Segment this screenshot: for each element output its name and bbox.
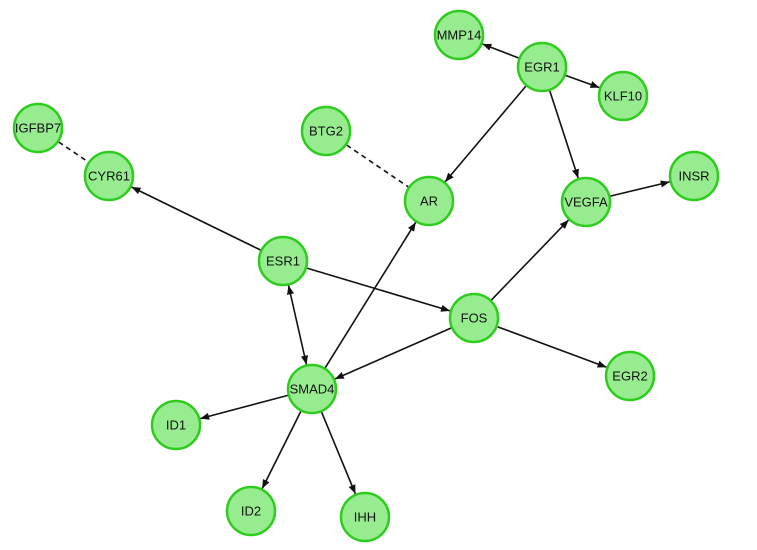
edge-btg2-ar bbox=[346, 144, 409, 188]
edge-fos-smad4 bbox=[334, 327, 452, 380]
node-circle bbox=[604, 350, 656, 402]
edges-layer bbox=[58, 43, 670, 495]
node-label: IHH bbox=[354, 510, 376, 525]
edge-esr1-fos bbox=[306, 267, 451, 312]
node-btg2[interactable]: BTG2 bbox=[300, 105, 352, 157]
node-vegfa[interactable]: VEGFA bbox=[560, 176, 612, 228]
node-label: FOS bbox=[461, 311, 488, 326]
node-klf10[interactable]: KLF10 bbox=[597, 70, 649, 122]
node-id1[interactable]: ID1 bbox=[150, 399, 202, 451]
node-circle bbox=[257, 235, 309, 287]
node-label: CYR61 bbox=[88, 169, 130, 184]
node-circle bbox=[448, 292, 500, 344]
node-igfbp7[interactable]: IGFBP7 bbox=[12, 102, 64, 154]
edge-smad4-id2 bbox=[261, 411, 302, 489]
node-circle bbox=[286, 363, 338, 415]
node-label: INSR bbox=[678, 169, 709, 184]
node-label: ID1 bbox=[166, 418, 186, 433]
node-label: ID2 bbox=[241, 504, 261, 519]
node-circle bbox=[300, 105, 352, 157]
node-egr2[interactable]: EGR2 bbox=[604, 350, 656, 402]
node-circle bbox=[83, 150, 135, 202]
node-label: IGFBP7 bbox=[15, 121, 61, 136]
node-label: ESR1 bbox=[266, 254, 300, 269]
node-circle bbox=[403, 175, 455, 227]
node-circle bbox=[225, 485, 277, 537]
node-label: EGR2 bbox=[612, 369, 647, 384]
node-ar[interactable]: AR bbox=[403, 175, 455, 227]
node-label: BTG2 bbox=[309, 124, 343, 139]
node-label: AR bbox=[420, 194, 438, 209]
node-label: SMAD4 bbox=[290, 382, 335, 397]
edge-smad4-id1 bbox=[199, 394, 289, 420]
node-fos[interactable]: FOS bbox=[448, 292, 500, 344]
node-circle bbox=[560, 176, 612, 228]
node-ihh[interactable]: IHH bbox=[339, 491, 391, 543]
edge-smad4-ar bbox=[324, 221, 417, 369]
node-label: MMP14 bbox=[437, 28, 482, 43]
node-mmp14[interactable]: MMP14 bbox=[433, 9, 485, 61]
node-cyr61[interactable]: CYR61 bbox=[83, 150, 135, 202]
node-egr1[interactable]: EGR1 bbox=[516, 41, 568, 93]
edge-egr1-mmp14 bbox=[482, 43, 519, 59]
edge-esr1-cyr61 bbox=[131, 186, 261, 251]
edge-vegfa-insr bbox=[610, 180, 670, 197]
node-circle bbox=[12, 102, 64, 154]
edge-egr1-klf10 bbox=[565, 74, 600, 89]
edge-fos-egr2 bbox=[497, 325, 607, 369]
node-smad4[interactable]: SMAD4 bbox=[286, 363, 338, 415]
node-esr1[interactable]: ESR1 bbox=[257, 235, 309, 287]
node-label: KLF10 bbox=[604, 89, 642, 104]
edge-egr1-ar bbox=[444, 85, 527, 183]
node-circle bbox=[339, 491, 391, 543]
edge-smad4-ihh bbox=[320, 411, 357, 495]
node-label: EGR1 bbox=[524, 60, 559, 75]
node-label: VEGFA bbox=[564, 195, 608, 210]
node-id2[interactable]: ID2 bbox=[225, 485, 277, 537]
node-circle bbox=[597, 70, 649, 122]
edge-igfbp7-cyr61 bbox=[58, 141, 89, 163]
edge-esr1-smad4 bbox=[287, 285, 308, 365]
node-insr[interactable]: INSR bbox=[668, 150, 720, 202]
edge-egr1-vegfa bbox=[548, 90, 580, 179]
node-circle bbox=[150, 399, 202, 451]
node-circle bbox=[516, 41, 568, 93]
node-circle bbox=[433, 9, 485, 61]
node-circle bbox=[668, 150, 720, 202]
edge-fos-vegfa bbox=[490, 219, 570, 301]
